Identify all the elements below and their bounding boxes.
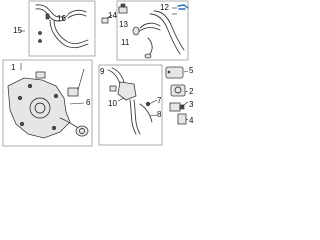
thermostat-part-2 — [170, 84, 186, 97]
callout-3: 3 — [189, 100, 194, 109]
group-box-bottom-left — [2, 59, 93, 147]
callout-9: 9 — [100, 67, 105, 76]
coolant-hose-assembly-top-left — [35, 4, 109, 49]
group-box-top-right — [116, 0, 189, 61]
callout-10: 10 — [108, 99, 117, 108]
gasket-part-5 — [165, 66, 184, 79]
callout-8: 8 — [157, 110, 162, 119]
callout-7: 7 — [157, 96, 162, 105]
group-box-bottom-center — [98, 64, 163, 146]
sensor-part-3 — [169, 102, 185, 112]
callout-1: 1 — [11, 63, 16, 72]
callout-2: 2 — [189, 87, 194, 96]
callout-11: 11 — [121, 38, 130, 47]
callout-13: 13 — [119, 20, 128, 29]
callout-6: 6 — [86, 98, 91, 107]
group-box-top-left — [28, 0, 96, 57]
callout-leaders — [20, 7, 189, 121]
callout-15: 15 — [13, 26, 22, 35]
callout-12: 12 — [160, 3, 169, 12]
callout-14: 14 — [108, 11, 117, 20]
callout-4: 4 — [189, 116, 194, 125]
coolant-pipe-assembly-top-right — [132, 4, 189, 59]
coolant-hose-assembly-bottom-center — [107, 67, 153, 135]
parts-diagram — [2, 0, 189, 147]
water-pump-housing — [7, 71, 89, 139]
sensor-part-13 — [118, 3, 128, 14]
callout-16: 16 — [57, 14, 66, 23]
highlighted-clamp — [177, 4, 189, 9]
callout-5: 5 — [189, 66, 194, 75]
fitting-part-4 — [177, 113, 187, 125]
